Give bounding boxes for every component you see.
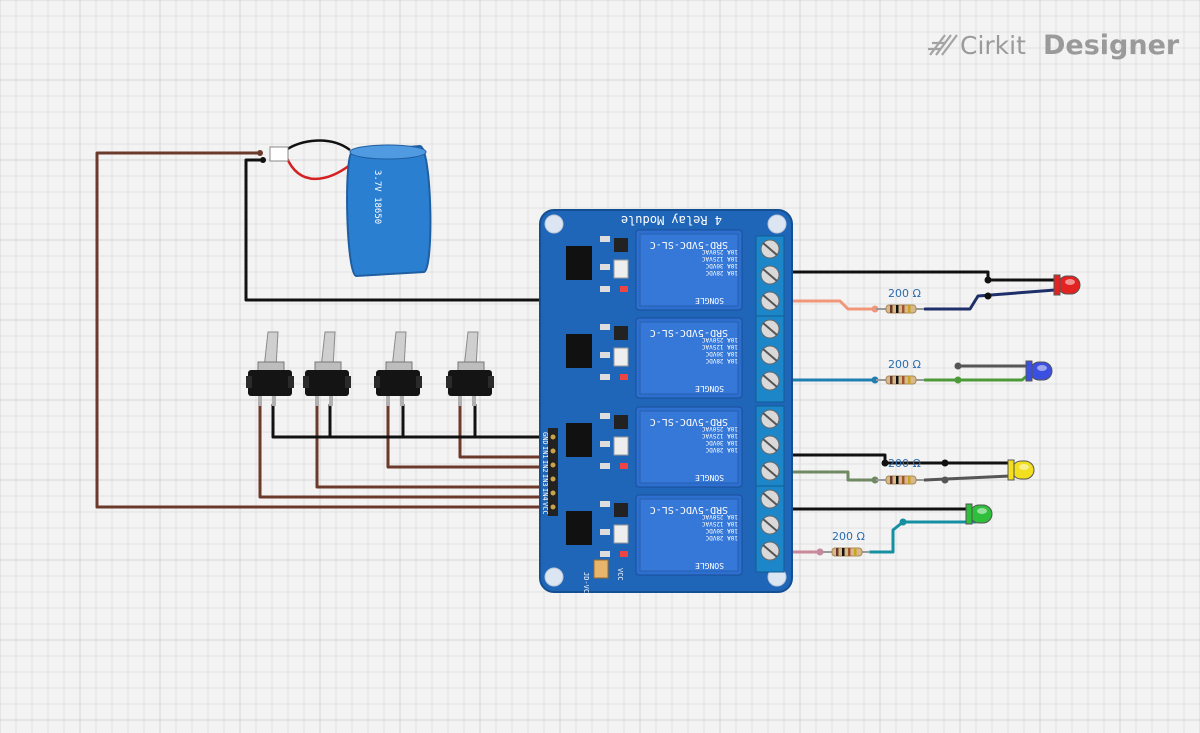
relay-brand-label: SONGLE: [695, 384, 724, 393]
relay-rating-label: 10A 125VAC: [701, 343, 738, 350]
wire-switch2-brown[interactable]: [315, 403, 550, 489]
relay-brand-label: SONGLE: [695, 561, 724, 570]
led-green[interactable]: [965, 503, 993, 525]
resistor-value-label: 200 Ω: [888, 287, 921, 300]
toggle-switch-2[interactable]: [303, 331, 351, 406]
terminal-block-3: [755, 405, 785, 493]
relay-rating-label: 10A 125VAC: [701, 520, 738, 527]
pin-label-in4: IN4: [541, 488, 549, 501]
relay-rating-label: 10A 30VDC: [705, 350, 738, 357]
wire-switch1-brown[interactable]: [258, 403, 550, 499]
leds: [965, 274, 1081, 525]
battery-connector: [269, 146, 289, 162]
wire-red-led-navy[interactable]: [923, 288, 1057, 311]
relay-rating-label: 10A 125VAC: [701, 255, 738, 262]
pin-label-in1: IN1: [541, 446, 549, 459]
led-yellow[interactable]: [1007, 459, 1035, 481]
screw-terminals: [755, 235, 785, 573]
relay-model-label: SRD-5VDC-SL-C: [650, 504, 728, 515]
relay-rating-label: 10A 28VDC: [705, 534, 738, 541]
relay-rating-label: 10A 250VAC: [701, 336, 738, 343]
brand-name-light: Cirkit: [960, 31, 1026, 60]
header-pin[interactable]: [550, 490, 556, 496]
header-pin[interactable]: [550, 504, 556, 510]
toggle-switch-3[interactable]: [374, 331, 422, 406]
battery-label: 3.7V 18650: [372, 170, 382, 224]
toggle-switch-4[interactable]: [446, 331, 494, 406]
relay-rating-label: 10A 125VAC: [701, 432, 738, 439]
pin-label-gnd: GND: [541, 432, 549, 445]
relay-rating-label: 10A 28VDC: [705, 446, 738, 453]
wire-battery-brown[interactable]: [95, 151, 550, 509]
relay-rating-label: 10A 30VDC: [705, 527, 738, 534]
relay-rating-label: 10A 28VDC: [705, 269, 738, 276]
input-pin-header[interactable]: [548, 428, 558, 516]
wire-red-led-salmon[interactable]: [764, 299, 877, 311]
resistor-value-label: 200 Ω: [832, 530, 865, 543]
resistor-value-label: 200 Ω: [888, 457, 921, 470]
resistors: 200 Ω 200 Ω 200 Ω 200 Ω: [822, 287, 924, 557]
relay-brand-label: SONGLE: [695, 473, 724, 482]
relay-rating-label: 10A 28VDC: [705, 357, 738, 364]
vcc-jumper[interactable]: [593, 559, 609, 579]
wire-switch3-brown[interactable]: [386, 403, 550, 469]
header-pin[interactable]: [550, 434, 556, 440]
wire-switch4-brown[interactable]: [458, 403, 550, 459]
brand-name-bold: Designer: [1043, 30, 1180, 61]
wire-switch-common-black[interactable]: [271, 403, 550, 439]
jumper-label-vcc: VCC: [616, 568, 624, 581]
led-blue[interactable]: [1025, 360, 1053, 382]
resistor-2[interactable]: 200 Ω: [876, 358, 924, 385]
pin-label-in3: IN3: [541, 474, 549, 487]
terminal-block-1: [755, 235, 785, 323]
brand-icon: [928, 34, 958, 56]
resistor-1[interactable]: 200 Ω: [876, 287, 924, 314]
relay-brand-label: SONGLE: [695, 296, 724, 305]
jumper-label-jd-vcc: JD-VCC: [582, 572, 590, 597]
header-pin[interactable]: [550, 476, 556, 482]
terminal-block-2: [755, 315, 785, 403]
resistor-3[interactable]: 200 Ω: [876, 457, 924, 485]
wire-yellow-led-green[interactable]: [764, 470, 877, 482]
relay-model-label: SRD-5VDC-SL-C: [650, 327, 728, 338]
resistor-4[interactable]: 200 Ω: [822, 530, 870, 557]
header-pin[interactable]: [550, 448, 556, 454]
switches: [246, 331, 494, 406]
relay-model-label: SRD-5VDC-SL-C: [650, 416, 728, 427]
resistor-value-label: 200 Ω: [888, 358, 921, 371]
battery[interactable]: 3.7V 18650: [269, 139, 432, 278]
brand-logo: Cirkit Designer: [928, 30, 1180, 61]
pin-label-in2: IN2: [541, 460, 549, 473]
relay-model-label: SRD-5VDC-SL-C: [650, 239, 728, 250]
led-red[interactable]: [1053, 274, 1081, 296]
relay-rating-label: 10A 250VAC: [701, 513, 738, 520]
module-title: 4 Relay Module: [621, 213, 722, 227]
relay-rating-label: 10A 250VAC: [701, 425, 738, 432]
pin-label-vcc: VCC: [541, 502, 549, 515]
relay-rating-label: 10A 30VDC: [705, 439, 738, 446]
toggle-switch-1[interactable]: [246, 331, 294, 406]
terminal-block-4: [755, 485, 785, 573]
wire-green-led-teal[interactable]: [868, 520, 977, 554]
header-pin[interactable]: [550, 462, 556, 468]
relay-rating-label: 10A 250VAC: [701, 248, 738, 255]
relay-rating-label: 10A 30VDC: [705, 262, 738, 269]
